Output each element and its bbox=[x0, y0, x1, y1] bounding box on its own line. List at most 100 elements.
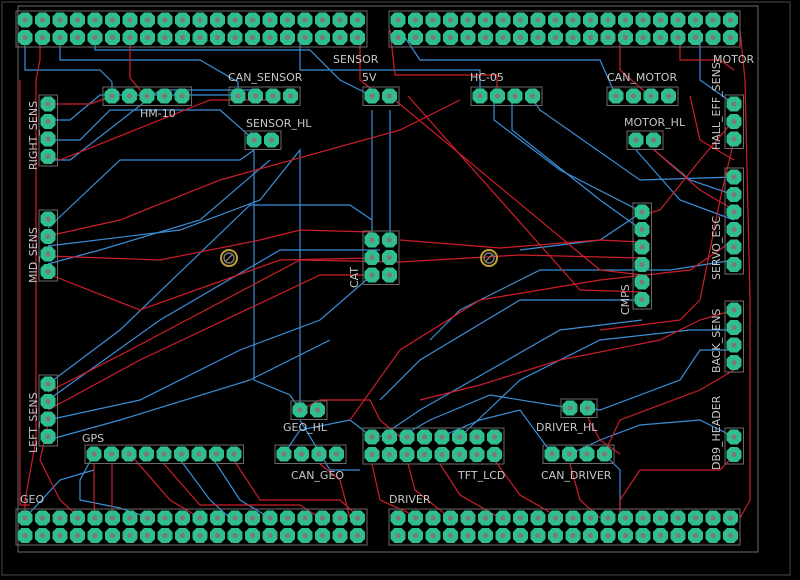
back-sens-header bbox=[724, 300, 744, 373]
top-trace bbox=[439, 463, 501, 519]
pad bbox=[661, 88, 676, 104]
pad bbox=[140, 12, 155, 28]
bottom-trace bbox=[379, 319, 643, 438]
pad bbox=[280, 12, 295, 28]
bottom-trace bbox=[299, 30, 481, 96]
cat-header bbox=[362, 230, 400, 285]
pad bbox=[634, 274, 650, 290]
top-trace bbox=[739, 29, 751, 519]
pad bbox=[544, 446, 560, 462]
pad bbox=[723, 12, 738, 28]
pad bbox=[425, 510, 441, 526]
pad bbox=[332, 30, 348, 45]
gps-header bbox=[84, 444, 244, 464]
pad bbox=[635, 30, 651, 45]
pad bbox=[643, 88, 659, 104]
bottom-trace bbox=[519, 211, 643, 251]
label-driver: DRIVER bbox=[389, 493, 431, 506]
pad bbox=[364, 88, 380, 104]
pad bbox=[452, 447, 467, 462]
pad bbox=[548, 510, 563, 526]
pad bbox=[443, 30, 458, 45]
pad bbox=[122, 12, 138, 28]
top-trace bbox=[163, 463, 321, 519]
pad bbox=[579, 446, 595, 462]
pad bbox=[52, 30, 68, 45]
pad bbox=[40, 429, 56, 444]
pad bbox=[472, 88, 488, 104]
pad bbox=[469, 429, 485, 445]
bottom-trace bbox=[48, 109, 255, 141]
pad bbox=[390, 510, 406, 526]
header-bottom-left bbox=[15, 508, 368, 546]
header-bottom-right bbox=[388, 508, 741, 546]
bottom-trace bbox=[47, 148, 301, 410]
pad bbox=[140, 528, 155, 543]
top-trace bbox=[587, 417, 621, 455]
hall-eff-header bbox=[724, 94, 744, 149]
top-trace bbox=[47, 257, 373, 311]
top-trace bbox=[19, 80, 30, 506]
pad bbox=[122, 88, 137, 104]
pad bbox=[495, 510, 511, 526]
board-outline bbox=[17, 5, 759, 553]
pad bbox=[297, 510, 313, 526]
pad bbox=[434, 429, 450, 445]
pad bbox=[525, 88, 540, 104]
pad bbox=[157, 528, 173, 543]
pad bbox=[122, 510, 138, 526]
pad bbox=[399, 429, 415, 445]
pad bbox=[565, 12, 581, 28]
pad bbox=[276, 446, 292, 462]
top-trace bbox=[619, 454, 735, 518]
header-top-left bbox=[15, 10, 368, 48]
pad bbox=[280, 528, 295, 543]
pad bbox=[329, 446, 344, 462]
bottom-trace bbox=[299, 419, 360, 471]
pad bbox=[192, 30, 208, 45]
pad bbox=[408, 30, 423, 45]
pad bbox=[139, 446, 154, 462]
pad bbox=[40, 246, 56, 262]
pad bbox=[626, 88, 641, 104]
pad bbox=[417, 429, 432, 445]
pad bbox=[726, 355, 742, 370]
pad bbox=[705, 30, 721, 45]
pad bbox=[230, 88, 246, 104]
pad bbox=[121, 446, 137, 462]
pad bbox=[495, 30, 511, 45]
pad bbox=[227, 528, 243, 543]
pad bbox=[653, 510, 668, 526]
pad bbox=[210, 12, 225, 28]
mid-sens-header bbox=[38, 209, 58, 282]
label-back-sens: BACK_SENS bbox=[710, 309, 723, 373]
pad bbox=[86, 446, 102, 462]
pad bbox=[192, 510, 208, 526]
pad bbox=[226, 446, 242, 462]
pad bbox=[332, 510, 348, 526]
label-can-driver: CAN_DRIVER bbox=[541, 469, 612, 482]
pad bbox=[262, 528, 278, 543]
pad bbox=[705, 528, 721, 543]
pad bbox=[87, 30, 103, 45]
hc05-header bbox=[470, 86, 543, 106]
pad bbox=[705, 12, 721, 28]
pad bbox=[618, 30, 633, 45]
pad bbox=[40, 211, 56, 227]
label-mid-sens: MID_SENS bbox=[27, 227, 40, 283]
pad bbox=[726, 114, 742, 129]
pad bbox=[174, 88, 190, 104]
sensor-hl-header bbox=[244, 130, 282, 150]
pad bbox=[618, 528, 633, 543]
pad bbox=[17, 30, 33, 45]
pad bbox=[382, 250, 397, 265]
top-trace bbox=[93, 464, 96, 519]
pad bbox=[70, 528, 85, 543]
pad bbox=[618, 12, 633, 28]
top-trace bbox=[47, 254, 643, 393]
pad bbox=[40, 264, 56, 279]
pad bbox=[726, 257, 742, 272]
pad bbox=[688, 510, 703, 526]
pad bbox=[40, 411, 56, 427]
